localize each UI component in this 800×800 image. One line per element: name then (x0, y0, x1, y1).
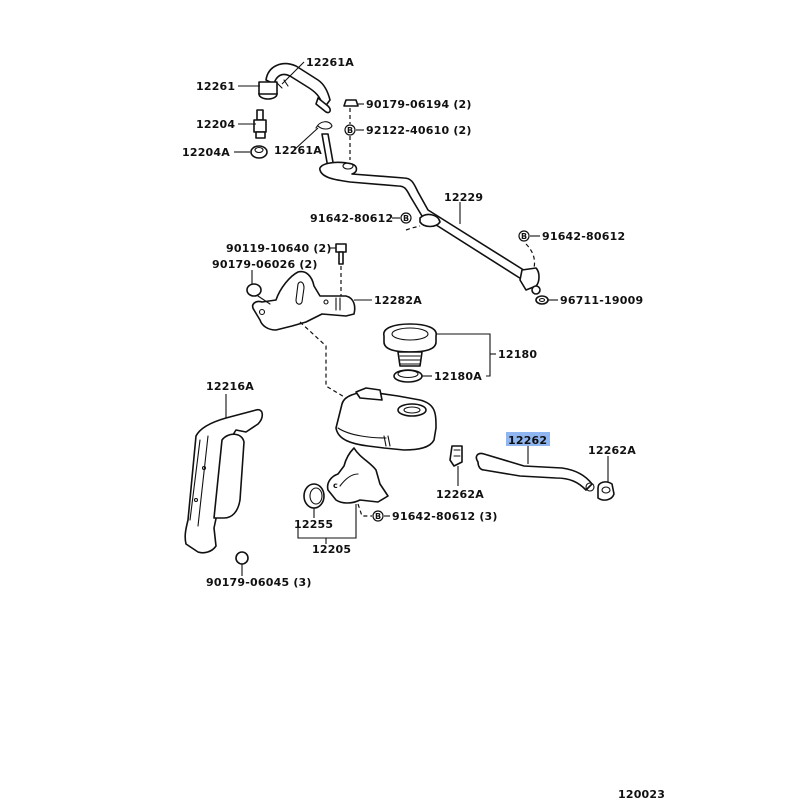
selected-part-highlight (506, 432, 550, 446)
bolt-marker-letter: B (403, 214, 409, 223)
part-12282A-bracket[interactable] (251, 270, 356, 331)
part-12262A-clamp-left[interactable] (449, 445, 463, 467)
label-12229[interactable]: 12229 (444, 191, 483, 204)
label-12204[interactable]: 12204 (196, 118, 235, 131)
figure-id: 120023 (618, 788, 665, 800)
label-12282A[interactable]: 12282A (374, 294, 422, 307)
part-90179-06194-nut[interactable] (343, 99, 359, 107)
bolt-marker-letter: B (375, 512, 381, 521)
label-12262[interactable]: 12262 (508, 434, 547, 447)
label-96711-19009[interactable]: 96711-19009 (560, 294, 643, 307)
label-12205[interactable]: 12205 (312, 543, 351, 556)
label-12216A[interactable]: 12216A (206, 380, 254, 393)
label-12262A-left[interactable]: 12262A (436, 488, 484, 501)
part-91642-80612-3-marker[interactable]: B (372, 510, 384, 522)
label-12255[interactable]: 12255 (294, 518, 333, 531)
part-96711-19009-oring[interactable] (535, 295, 549, 305)
label-12204A[interactable]: 12204A (182, 146, 230, 159)
part-90179-06026-nut[interactable] (246, 283, 262, 297)
label-90179-06045[interactable]: 90179-06045 (3) (206, 576, 312, 589)
part-12255-gasket[interactable] (303, 483, 325, 509)
label-12180[interactable]: 12180 (498, 348, 537, 361)
part-12180-oil-cap[interactable] (383, 323, 437, 367)
label-12261[interactable]: 12261 (196, 80, 235, 93)
part-12262A-clamp-right[interactable] (597, 481, 615, 501)
part-12261A-clip[interactable] (315, 121, 333, 130)
part-12229-gauge-guide[interactable] (319, 133, 541, 295)
dashed-leader (405, 225, 421, 231)
part-92122-40610-marker[interactable]: B (344, 124, 356, 136)
part-90179-06045-nut[interactable] (235, 551, 249, 565)
part-labels: 12261A 12261 12204 12204A 12261A 90179-0… (182, 56, 665, 800)
label-12261A-top[interactable]: 12261A (306, 56, 354, 69)
label-91642-80612-right[interactable]: 91642-80612 (542, 230, 625, 243)
bolt-marker-letter: B (521, 232, 527, 241)
label-12262A-right[interactable]: 12262A (588, 444, 636, 457)
label-90179-06026[interactable]: 90179-06026 (2) (212, 258, 318, 271)
label-12261A-clip[interactable]: 12261A (274, 144, 322, 157)
leader-line (257, 295, 271, 305)
label-92122-40610[interactable]: 92122-40610 (2) (366, 124, 472, 137)
dashed-leader (525, 243, 536, 269)
part-12216A-cover[interactable] (184, 408, 264, 554)
part-90119-10640-bolt[interactable] (335, 243, 347, 265)
part-12261-breather-hose[interactable] (258, 62, 331, 114)
leader-lines (225, 61, 609, 576)
label-90119-10640[interactable]: 90119-10640 (2) (226, 242, 332, 255)
label-12180A[interactable]: 12180A (434, 370, 482, 383)
label-91642-80612-3[interactable]: 91642-80612 (3) (392, 510, 498, 523)
label-91642-80612-left[interactable]: 91642-80612 (310, 212, 393, 225)
clip-mark: c (333, 481, 338, 490)
part-91642-80612-right-marker[interactable]: B (518, 230, 530, 242)
part-12180A-gasket[interactable] (393, 369, 423, 383)
dashed-leader-bracket-tank (299, 321, 347, 399)
dashed-leader (357, 503, 372, 517)
part-91642-80612-left-marker[interactable]: B (400, 212, 412, 224)
part-12262-hose[interactable] (475, 452, 595, 492)
part-oil-filler-housing[interactable]: c (326, 387, 437, 504)
bolt-marker-letter: B (347, 126, 353, 135)
part-12204-pcv-valve[interactable] (253, 109, 267, 139)
part-12204A-grommet[interactable] (250, 145, 268, 159)
label-90179-06194[interactable]: 90179-06194 (2) (366, 98, 472, 111)
